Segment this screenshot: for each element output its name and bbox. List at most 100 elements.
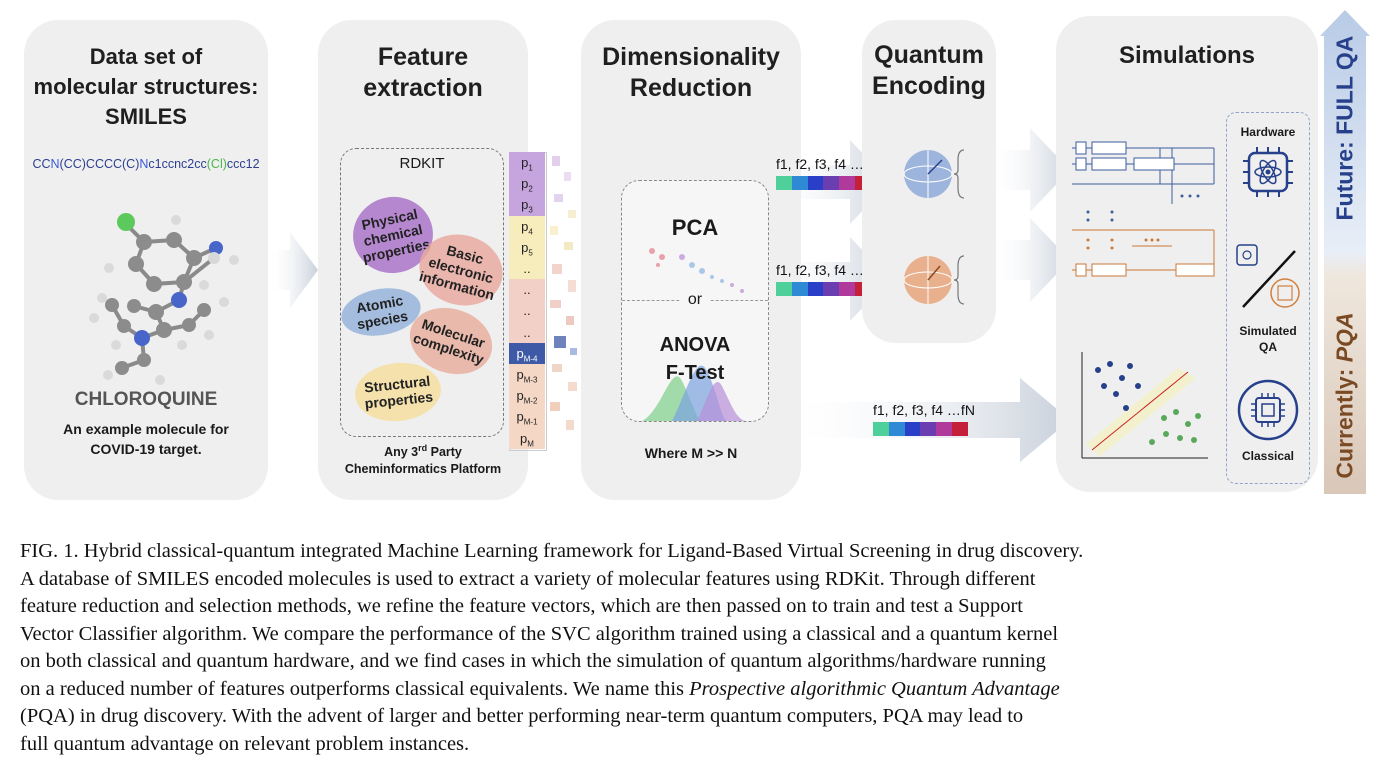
caption-line-1: FIG. 1. Hybrid classical-quantum integra… xyxy=(20,540,1084,562)
caption-line-6-text: on a reduced number of features outperfo… xyxy=(20,677,690,700)
feature-title-line1: Feature xyxy=(377,43,469,71)
method-box: PCA or ANOVA F-Test xyxy=(621,180,769,422)
feature-vector-label: f1, f2, f3, f4 …fN xyxy=(873,402,975,418)
classical-chip-icon xyxy=(1237,379,1299,441)
simulated-qa-icon xyxy=(1236,244,1300,308)
blob-molecular-complexity-label: Molecular complexity xyxy=(411,315,488,368)
caption-line-8: full quantum advantage on relevant probl… xyxy=(20,732,470,755)
future-label: Future: FULL QA xyxy=(1331,36,1359,221)
feature-extraction-title: Feature extraction xyxy=(318,42,528,104)
figure-caption: FIG. 1. Hybrid classical-quantum integra… xyxy=(20,538,1372,758)
feature-vector-cell xyxy=(936,422,953,436)
dataset-title-line3: SMILES xyxy=(105,104,187,129)
dim-title-line1: Dimensionality xyxy=(602,43,780,71)
dim-reduction-panel: Dimensionality Reduction PCA or ANOVA F-… xyxy=(581,20,801,500)
blob-structural-label: Structural properties xyxy=(363,372,434,412)
smiles-segment: (Cl) xyxy=(206,157,227,171)
feature-cell: p4 xyxy=(509,215,545,237)
feature-vector-cell xyxy=(791,282,808,296)
platform-box: Hardware Simulated QA Classical xyxy=(1226,112,1310,484)
anova-line2: F-Test xyxy=(665,362,725,384)
feature-vector-bar xyxy=(776,282,871,296)
feature-vector-bar xyxy=(873,422,968,436)
chloroquine-molecule-image xyxy=(89,213,239,385)
arrow-encoding-to-sim-1 xyxy=(990,128,1070,212)
anova-distribution-image xyxy=(642,365,747,421)
feature-title-line2: extraction xyxy=(363,74,483,102)
platform-superscript: rd xyxy=(418,443,428,453)
feature-vector-cell xyxy=(791,176,808,190)
caption-line-3: feature reduction and selection methods,… xyxy=(20,595,1023,617)
example-note: An example molecule for COVID-19 target. xyxy=(24,419,268,459)
caption-line-5: on both classical and quantum hardware, … xyxy=(20,650,1046,672)
feature-cell: pM-2 xyxy=(509,385,545,407)
feature-extraction-panel: Feature extraction RDKIT Physical chemic… xyxy=(318,20,528,500)
current-emphasis: PQA xyxy=(1331,312,1358,363)
caption-line-4: Vector Classifier algorithm. We compare … xyxy=(20,622,1059,645)
feature-cell: .. xyxy=(509,258,545,280)
caption-line-7: (PQA) in drug discovery. With the advent… xyxy=(20,705,1024,727)
feature-vector-cell xyxy=(920,422,937,436)
feature-vector-cell xyxy=(807,282,824,296)
current-label: Currently: PQA xyxy=(1332,299,1359,493)
classical-label: Classical xyxy=(1241,449,1295,463)
simulated-line1: Simulated xyxy=(1239,324,1297,338)
dim-reduction-title: Dimensionality Reduction xyxy=(581,42,801,104)
feature-vector-cell xyxy=(776,282,792,296)
quantum-encoding-panel: Quantum Encoding xyxy=(862,20,996,343)
rdkit-label: RDKIT xyxy=(399,155,445,172)
feature-vector-cell xyxy=(888,422,905,436)
feature-vector-cell xyxy=(904,422,921,436)
arrow-dim-to-sim-classical xyxy=(770,378,1070,462)
feature-vector-cell xyxy=(776,176,792,190)
feature-cell: pM-4 xyxy=(509,342,545,364)
caption-line-2: A database of SMILES encoded molecules i… xyxy=(20,567,1036,590)
anova-label: ANOVA F-Test xyxy=(622,331,768,387)
bloch-sphere-orange-icon xyxy=(903,255,965,305)
simulated-qa-label: Simulated QA xyxy=(1227,323,1309,355)
future-prefix: Future: xyxy=(1331,134,1358,221)
bloch-sphere-blue-icon xyxy=(903,149,965,199)
smiles-segment: (CC)CCCC(C) xyxy=(59,157,140,171)
feature-cell: pM xyxy=(509,427,545,449)
molecule-name: CHLOROQUINE xyxy=(74,389,218,410)
dataset-title-line2: molecular structures: xyxy=(33,74,259,99)
quantum-chip-atom-icon xyxy=(1243,147,1293,197)
feature-vector-cell xyxy=(873,422,889,436)
feature-vector-cell xyxy=(839,176,856,190)
feature-vector-cell xyxy=(807,176,824,190)
hardware-label: Hardware xyxy=(1240,125,1296,139)
example-note-line2: COVID-19 target. xyxy=(90,441,202,457)
feature-cell: p3 xyxy=(509,194,545,216)
feature-vector-bar xyxy=(776,176,871,190)
feature-cell: p1 xyxy=(509,152,545,174)
feature-vector-cell xyxy=(823,176,840,190)
smiles-segment: N xyxy=(50,157,60,171)
chlorine-atom xyxy=(117,213,135,231)
quantum-encoding-title: Quantum Encoding xyxy=(862,40,996,102)
simulated-line2: QA xyxy=(1259,340,1277,354)
anova-line1: ANOVA xyxy=(659,334,731,356)
feature-cell: .. xyxy=(509,300,545,322)
quantum-circuit-image xyxy=(1072,141,1215,277)
svm-classifier-image xyxy=(1081,352,1208,459)
dataset-panel: Data set of molecular structures: SMILES… xyxy=(24,20,268,500)
arrow-dataset-to-features xyxy=(268,232,318,308)
dataset-title: Data set of molecular structures: SMILES xyxy=(24,42,268,132)
or-label: or xyxy=(680,291,710,309)
current-prefix: Currently: xyxy=(1331,362,1358,479)
blob-basic-electronic-label: Basic electronic information xyxy=(417,241,497,304)
dim-title-line2: Reduction xyxy=(629,74,753,102)
smiles-string: CCN(CC)CCCC(C)Nc1ccnc2cc(Cl)ccc12 xyxy=(24,157,268,171)
pca-scatter-image xyxy=(649,248,744,293)
dim-note: Where M >> N xyxy=(644,445,738,461)
feature-cell: p5 xyxy=(509,236,545,258)
platform-line2: Cheminformatics Platform xyxy=(344,462,502,477)
encoding-title-line1: Quantum xyxy=(874,41,984,69)
dataset-title-line1: Data set of xyxy=(89,44,203,69)
arrow-encoding-to-sim-2 xyxy=(990,218,1070,302)
feature-vector-cell xyxy=(952,422,968,436)
feature-vector-cell xyxy=(839,282,856,296)
simulations-title: Simulations xyxy=(1118,42,1256,69)
example-note-line1: An example molecule for xyxy=(63,421,229,437)
